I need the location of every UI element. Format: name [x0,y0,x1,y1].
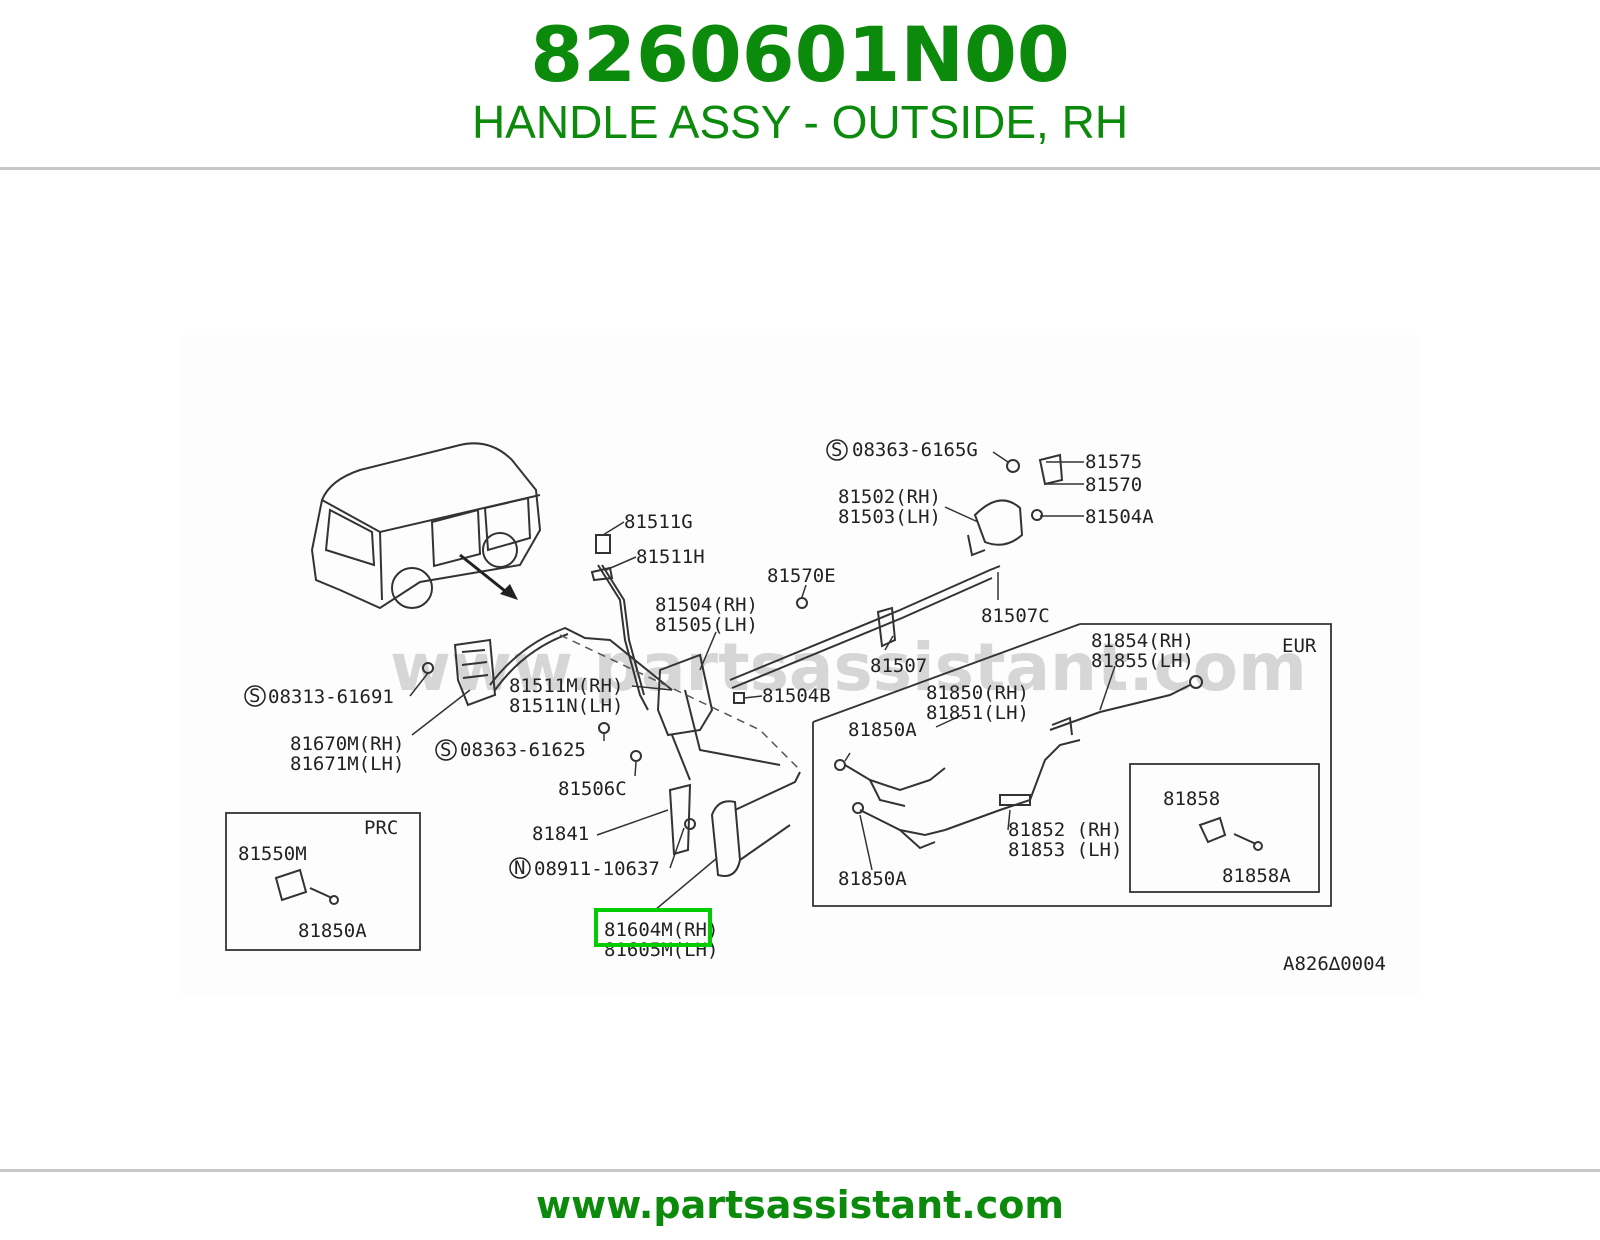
label-81550m: 81550M [238,843,307,865]
s-marker: S [249,685,260,707]
header: 8260601N00 HANDLE ASSY - OUTSIDE, RH [0,0,1600,170]
part-labels: 08363-6165G 81575 81570 81502(RH) 81503(… [268,439,1154,961]
label-81850: 81850(RH) [926,682,1029,704]
label-81670m: 81670M(RH) [290,733,404,755]
lock-assembly-center [656,653,781,781]
label-81858: 81858 [1163,788,1220,810]
control-rods [489,564,1001,711]
outside-handle-assy [668,771,801,877]
label-81851: 81851(LH) [926,702,1029,724]
drawing-code: A826∆0004 [1283,953,1386,975]
diagram-svg: www.partsassistant.com [180,335,1420,995]
label-81503: 81503(LH) [838,506,941,528]
s-marker: S [440,739,451,761]
s-marker: S [831,439,842,461]
watermark: www.partsassistant.com [390,629,1307,706]
target-part-highlight [594,908,712,947]
guide-line [559,634,801,771]
header-divider [0,167,1600,170]
label-81502: 81502(RH) [838,486,941,508]
label-81850a-top: 81850A [848,719,917,741]
label-81504: 81504(RH) [655,594,758,616]
arrow-indicator [459,553,518,600]
label-81511h: 81511H [636,546,705,568]
lock-assembly-upper [967,453,1064,557]
label-81841: 81841 [532,823,589,845]
drawing-area [180,335,1420,995]
label-81855: 81855(LH) [1091,650,1194,672]
label-81570: 81570 [1085,474,1142,496]
label-81504b: 81504B [762,685,831,707]
label-81605m: 81605M(LH) [604,939,718,961]
remote-control-unit [453,638,497,707]
part-description: HANDLE ASSY - OUTSIDE, RH [471,96,1129,148]
label-81853: 81853 (LH) [1008,839,1122,861]
part-number: 8260601N00 [530,10,1070,99]
parts-diagram: www.partsassistant.com [0,170,1600,1168]
footer-divider [0,1169,1600,1172]
label-81850a-bottom: 81850A [838,868,907,890]
prc-variant-box: PRC 81550M 81850A [225,812,421,951]
label-08363-6165g: 08363-6165G [852,439,978,461]
label-08911-10637: 08911-10637 [534,858,660,880]
label-81506c: 81506C [558,778,627,800]
fasteners [422,534,897,830]
label-81511m: 81511M(RH) [509,675,623,697]
label-81575: 81575 [1085,451,1142,473]
leader-lines [409,451,1084,911]
label-81852: 81852 (RH) [1008,819,1122,841]
label-81505: 81505(LH) [655,614,758,636]
label-81511n: 81511N(LH) [509,695,623,717]
label-81570e: 81570E [767,565,836,587]
label-81504a: 81504A [1085,506,1154,528]
label-81671m: 81671M(LH) [290,753,404,775]
n-marker: N [514,857,525,879]
label-81854: 81854(RH) [1091,630,1194,652]
label-81507: 81507 [870,655,927,677]
standard-part-markers: S S S N [244,439,848,879]
label-08363-61625: 08363-61625 [460,739,586,761]
prc-box-label: PRC [364,817,398,839]
inner-81858-box [1129,763,1320,893]
eur-variant-box: EUR 81854(RH) 81855(LH) 81850(RH) 81851(… [812,623,1332,907]
label-81858a: 81858A [1222,865,1291,887]
label-81507c: 81507C [981,605,1050,627]
eur-box-label: EUR [1282,635,1317,657]
label-81850a-prc: 81850A [298,920,367,942]
footer-url[interactable]: www.partsassistant.com [536,1183,1064,1227]
label-81604m: 81604M(RH) [604,919,718,941]
van-illustration [310,442,542,610]
label-08313-61691: 08313-61691 [268,686,394,708]
label-81511g: 81511G [624,511,693,533]
